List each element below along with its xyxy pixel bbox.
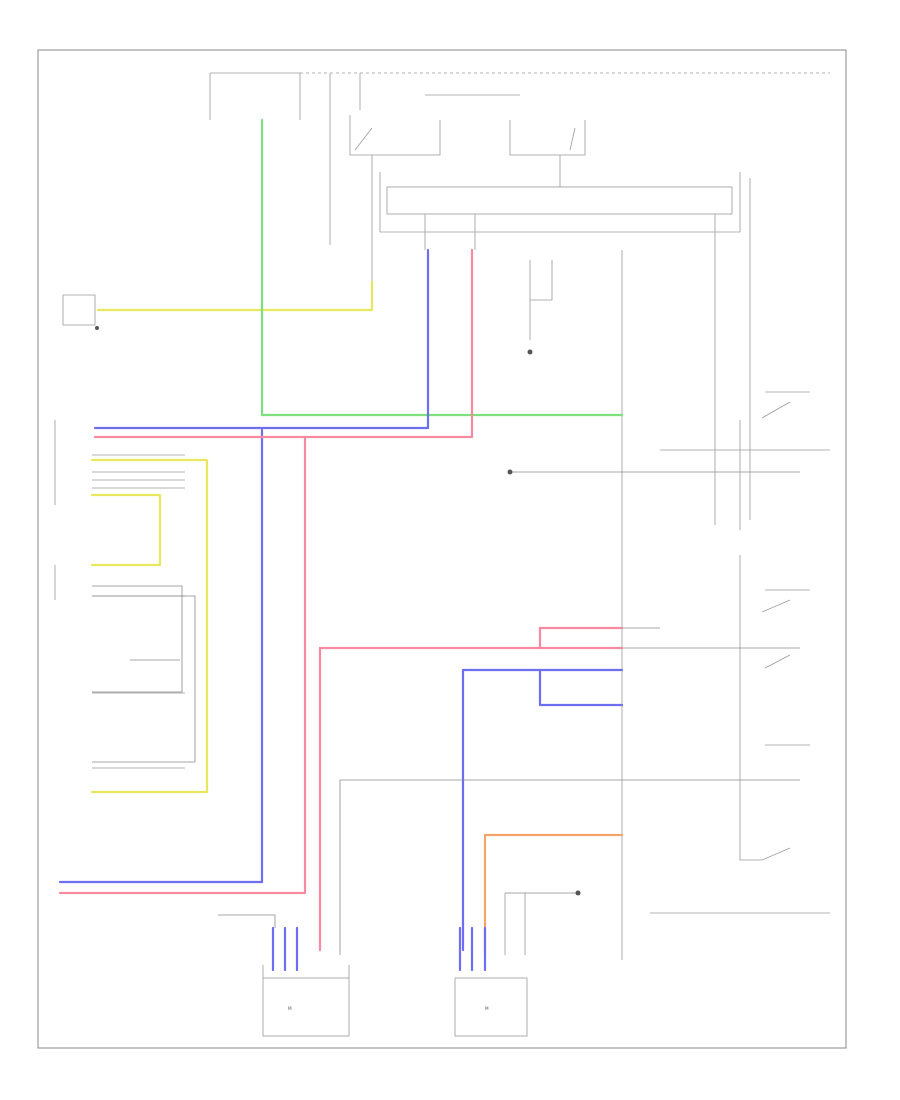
motor-1-symbol: M [288,1006,292,1011]
wire-blue-right-2 [538,668,624,707]
wire-green [260,118,624,417]
relay-left-switch [354,127,373,151]
wire-yellow-inner [90,493,162,567]
relay-right-4 [761,744,810,861]
motor-1-lead [218,914,276,928]
diagram-frame [37,49,847,1049]
wire-red-down [58,435,307,895]
right-vertical-1 [739,555,762,861]
motor-2-symbol: M [485,1006,489,1011]
wire-gray-left-2 [92,595,196,763]
ground-branch [529,260,553,340]
control-module-box [386,186,733,215]
relay-right-bracket [509,120,586,156]
relay-right-3 [764,654,791,669]
wire-blue-main [93,248,430,430]
ground-terminal-1 [527,349,533,355]
relay-right-1 [739,391,810,530]
relay-left-bracket [349,115,441,156]
motor-box-1 [262,977,350,1037]
top-left-bracket [209,72,301,120]
sensor-bracket [62,294,96,326]
control-module-bracket [379,172,741,233]
relay-right-2 [761,589,810,613]
motor-1-pins [271,926,299,972]
motor-1-connector-bracket [262,965,350,978]
wire-gray-left-1 [92,585,183,693]
wire-yellow-loop [90,458,209,794]
wire-red-main [93,248,474,439]
relay-right-switch [569,127,576,151]
sensor-terminal [95,326,99,330]
wire-blue-down [58,428,264,884]
left-connector-ticks [92,454,185,769]
motor-2-pins [458,926,487,972]
ground-terminal-2 [507,469,513,475]
ground-stub-vertical [504,893,526,955]
motor-box-2 [454,977,528,1037]
wire-yellow-green-top [96,280,374,312]
ground-terminal-3 [575,890,581,896]
